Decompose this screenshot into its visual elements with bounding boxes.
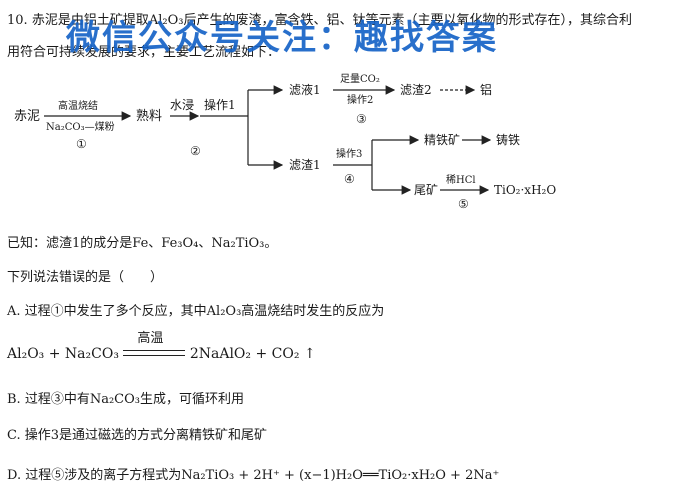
label-above-step4: 操作3 bbox=[336, 147, 362, 160]
label-below-step1: Na₂CO₃—煤粉 bbox=[46, 120, 115, 133]
step-number-2: ② bbox=[190, 144, 201, 158]
node-product: TiO₂·xH₂O bbox=[494, 183, 556, 197]
option-c: C. 操作3是通过磁选的方式分离精铁矿和尾矿 bbox=[7, 428, 268, 443]
known-condition: 已知：滤渣1的成分是Fe、Fe₃O₄、Na₂TiO₃。 bbox=[7, 236, 278, 251]
step-number-5: ⑤ bbox=[458, 197, 469, 211]
step-number-1: ① bbox=[76, 137, 87, 151]
label-above-step5: 稀HCl bbox=[446, 173, 476, 186]
node-jingtiekuang: 精铁矿 bbox=[424, 133, 460, 147]
label-below-step3: 操作2 bbox=[347, 93, 373, 106]
question-text-line1: 10. 赤泥是由铝土矿提取Al₂O₃后产生的废渣，富含铁、铝、钛等元素（主要以氧… bbox=[7, 9, 632, 28]
node-lvye1: 滤液1 bbox=[289, 82, 321, 97]
node-op1: 操作1 bbox=[204, 97, 236, 112]
option-a-equation: Al₂O₃ + Na₂CO₃ 高温 2NaAlO₂ + CO₂ ↑ bbox=[7, 331, 316, 368]
label-above-step2: 水浸 bbox=[170, 98, 194, 112]
node-lvzha1: 滤渣1 bbox=[289, 158, 321, 172]
question-text-line2: 用符合可持续发展的要求，主要工艺流程如下： bbox=[7, 45, 281, 60]
watermark: 微信公众号关注：趣找答案 bbox=[66, 18, 498, 58]
question-prompt: 下列说法错误的是（ ） bbox=[7, 270, 164, 285]
option-b: B. 过程③中有Na₂CO₃生成，可循环利用 bbox=[7, 392, 244, 407]
step-number-4: ④ bbox=[344, 172, 355, 186]
node-shuliao: 熟料 bbox=[136, 108, 162, 124]
process-flowchart: 赤泥 高温烧结 Na₂CO₃—煤粉 ① 熟料 水浸 ② 操作1 滤液1 足量CO… bbox=[14, 73, 556, 211]
question-number: 10. bbox=[7, 13, 28, 28]
equation-left: Al₂O₃ + Na₂CO₃ bbox=[7, 346, 119, 362]
node-weikuang: 尾矿 bbox=[414, 183, 438, 197]
label-above-step1: 高温烧结 bbox=[58, 99, 98, 112]
equation-condition: 高温 bbox=[137, 331, 164, 346]
option-d: D. 过程⑤涉及的离子方程式为Na₂TiO₃ + 2H⁺ + (x−1)H₂O═… bbox=[7, 468, 500, 483]
node-chini: 赤泥 bbox=[14, 109, 40, 124]
option-a: A. 过程①中发生了多个反应，其中Al₂O₃高温烧结时发生的反应为 bbox=[7, 304, 385, 319]
step-number-3: ③ bbox=[356, 112, 367, 126]
equation-right: 2NaAlO₂ + CO₂ ↑ bbox=[189, 346, 316, 362]
node-zhutie: 铸铁 bbox=[496, 132, 520, 147]
node-lv: 铝 bbox=[480, 82, 492, 97]
question-intro: 赤泥是由铝土矿提取Al₂O₃后产生的废渣，富含铁、铝、钛等元素（主要以氧化物的形… bbox=[31, 13, 632, 28]
label-above-step3: 足量CO₂ bbox=[340, 73, 380, 85]
equation-equals-condition: 高温 bbox=[123, 331, 186, 361]
node-lvzha2: 滤渣2 bbox=[400, 83, 432, 97]
